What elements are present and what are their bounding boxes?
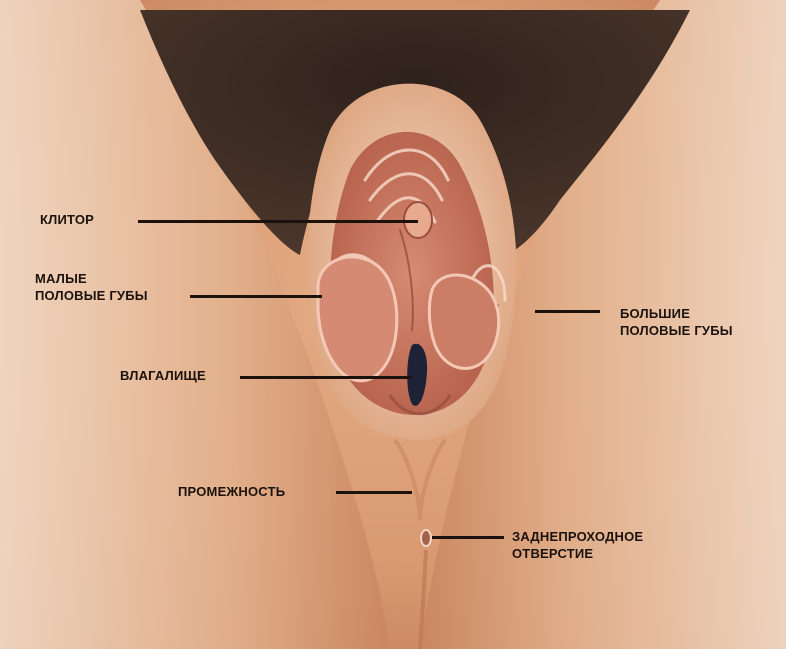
label-perineum-line-1: ПРОМЕЖНОСТЬ bbox=[178, 483, 285, 500]
label-anus-line-1: ЗАДНЕПРОХОДНОЕ bbox=[512, 528, 643, 545]
leader-vagina bbox=[240, 376, 412, 379]
label-labia-minora: МАЛЫЕ ПОЛОВЫЕ ГУБЫ bbox=[35, 270, 148, 304]
label-vagina: ВЛАГАЛИЩЕ bbox=[120, 367, 206, 384]
leader-perineum bbox=[336, 491, 412, 494]
label-labia-majora-line-1: БОЛЬШИЕ bbox=[620, 305, 733, 322]
leader-labia-majora bbox=[535, 310, 600, 313]
leader-labia-minora bbox=[190, 295, 322, 298]
label-labia-majora: БОЛЬШИЕ ПОЛОВЫЕ ГУБЫ bbox=[620, 305, 733, 339]
label-labia-minora-line-2: ПОЛОВЫЕ ГУБЫ bbox=[35, 287, 148, 304]
right-minor-lip bbox=[429, 275, 498, 368]
label-anus-line-2: ОТВЕРСТИЕ bbox=[512, 545, 643, 562]
label-anus: ЗАДНЕПРОХОДНОЕ ОТВЕРСТИЕ bbox=[512, 528, 643, 562]
label-labia-majora-line-2: ПОЛОВЫЕ ГУБЫ bbox=[620, 322, 733, 339]
label-clitoris-line-1: КЛИТОР bbox=[40, 211, 94, 228]
label-labia-minora-line-1: МАЛЫЕ bbox=[35, 270, 148, 287]
anal-opening bbox=[421, 530, 431, 546]
label-vagina-line-1: ВЛАГАЛИЩЕ bbox=[120, 367, 206, 384]
label-clitoris: КЛИТОР bbox=[40, 211, 94, 228]
leader-clitoris bbox=[138, 220, 418, 223]
label-perineum: ПРОМЕЖНОСТЬ bbox=[178, 483, 285, 500]
leader-anus bbox=[432, 536, 504, 539]
